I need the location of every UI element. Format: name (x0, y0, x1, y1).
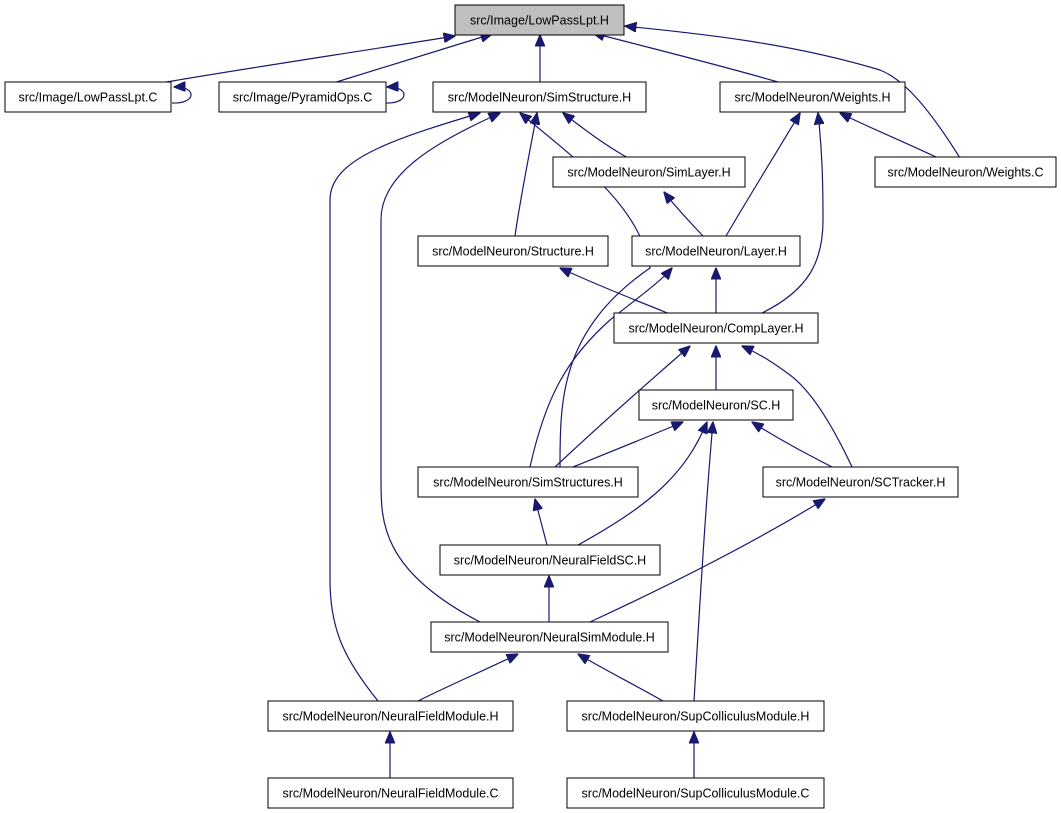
edge-supcolliculusmodule-h-to-neuralsimmodule-h (578, 654, 664, 702)
node-simstructures-h[interactable]: src/ModelNeuron/SimStructures.H (417, 466, 639, 498)
node-structure-h[interactable]: src/ModelNeuron/Structure.H (417, 235, 609, 267)
edge-complayer-h-to-structure-h (560, 268, 671, 315)
edge-sctracker-h-to-complayer-h (742, 346, 853, 468)
node-label-lowpasslpt-h: src/Image/LowPassLpt.H (470, 14, 609, 28)
node-complayer-h[interactable]: src/ModelNeuron/CompLayer.H (613, 312, 819, 344)
node-supcolliculusmodule-h[interactable]: src/ModelNeuron/SupColliculusModule.H (566, 700, 825, 732)
edge-neuralfieldmodule-h-to-simstructure-h (329, 113, 480, 702)
edge-simlayer-h-to-simstructure-h (563, 113, 629, 159)
node-weights-h[interactable]: src/ModelNeuron/Weights.H (719, 81, 906, 113)
node-label-supcolliculusmodule-c: src/ModelNeuron/SupColliculusModule.C (582, 787, 810, 801)
edge-neuralsimmodule-h-to-simstructure-h (380, 113, 500, 623)
node-label-weights-c: src/ModelNeuron/Weights.C (887, 166, 1043, 180)
edge-lowpasslpt-c-to-lowpasslpt-h (154, 36, 455, 85)
node-label-neuralfieldsc-h: src/ModelNeuron/NeuralFieldSC.H (454, 554, 646, 568)
node-label-structure-h: src/ModelNeuron/Structure.H (432, 245, 594, 259)
edge-layer-h-to-weights-h (725, 113, 800, 237)
node-label-neuralfieldmodule-h: src/ModelNeuron/NeuralFieldModule.H (282, 710, 498, 724)
node-label-pyramidops-c: src/Image/PyramidOps.C (233, 91, 373, 105)
node-neuralfieldmodule-h[interactable]: src/ModelNeuron/NeuralFieldModule.H (267, 700, 514, 732)
node-label-weights-h: src/ModelNeuron/Weights.H (734, 91, 890, 105)
edge-lowpasslpt-c-self-loop (171, 87, 192, 104)
edge-neuralfieldsc-h-to-sc-h (577, 422, 707, 546)
node-neuralfieldsc-h[interactable]: src/ModelNeuron/NeuralFieldSC.H (439, 544, 661, 576)
edge-layer-h-to-simlayer-h (664, 192, 704, 237)
edge-pyramidops-c-self-loop (384, 87, 405, 104)
node-lowpasslpt-h[interactable]: src/Image/LowPassLpt.H (454, 4, 625, 36)
node-supcolliculusmodule-c[interactable]: src/ModelNeuron/SupColliculusModule.C (566, 777, 825, 809)
nodes-layer: src/Image/LowPassLpt.H src/Image/LowPass… (4, 4, 1057, 809)
node-weights-c[interactable]: src/ModelNeuron/Weights.C (874, 156, 1057, 188)
edge-simstructures-h-to-sc-h (572, 422, 683, 468)
node-label-complayer-h: src/ModelNeuron/CompLayer.H (628, 322, 803, 336)
node-lowpasslpt-c[interactable]: src/Image/LowPassLpt.C (4, 81, 172, 113)
edges-layer (154, 26, 961, 778)
edge-structure-h-to-simstructure-h (514, 113, 537, 237)
edge-weights-c-to-weights-h (840, 113, 939, 159)
node-label-neuralsimmodule-h: src/ModelNeuron/NeuralSimModule.H (444, 631, 655, 645)
node-label-layer-h: src/ModelNeuron/Layer.H (645, 245, 787, 259)
edge-weights-c-to-lowpasslpt-h (625, 26, 961, 159)
edge-simstructures-h-to-layer-h (529, 268, 672, 468)
edge-complayer-h-to-weights-h (759, 113, 823, 315)
node-label-lowpasslpt-c: src/Image/LowPassLpt.C (19, 91, 158, 105)
node-simstructure-h[interactable]: src/ModelNeuron/SimStructure.H (432, 81, 647, 113)
edge-neuralfieldsc-h-to-simstructures-h (535, 499, 548, 546)
node-label-neuralfieldmodule-c: src/ModelNeuron/NeuralFieldModule.C (282, 787, 498, 801)
node-label-simlayer-h: src/ModelNeuron/SimLayer.H (567, 166, 730, 180)
node-label-supcolliculusmodule-h: src/ModelNeuron/SupColliculusModule.H (582, 710, 810, 724)
node-layer-h[interactable]: src/ModelNeuron/Layer.H (631, 235, 801, 267)
node-label-simstructures-h: src/ModelNeuron/SimStructures.H (433, 476, 623, 490)
node-label-sctracker-h: src/ModelNeuron/SCTracker.H (776, 476, 946, 490)
edge-simstructures-h-to-complayer-h (554, 346, 690, 468)
node-simlayer-h[interactable]: src/ModelNeuron/SimLayer.H (552, 156, 746, 188)
edge-weights-h-to-lowpasslpt-h (593, 33, 786, 85)
node-label-simstructure-h: src/ModelNeuron/SimStructure.H (448, 91, 631, 105)
edge-neuralsimmodule-h-to-sctracker-h (589, 499, 825, 623)
node-sctracker-h[interactable]: src/ModelNeuron/SCTracker.H (762, 466, 959, 498)
node-neuralsimmodule-h[interactable]: src/ModelNeuron/NeuralSimModule.H (430, 621, 669, 653)
edge-supcolliculusmodule-h-to-sc-h (693, 422, 713, 702)
node-neuralfieldmodule-c[interactable]: src/ModelNeuron/NeuralFieldModule.C (267, 777, 514, 809)
node-sc-h[interactable]: src/ModelNeuron/SC.H (638, 389, 794, 421)
node-label-sc-h: src/ModelNeuron/SC.H (652, 399, 781, 413)
edge-pyramidops-c-to-lowpasslpt-h (329, 34, 492, 85)
edge-neuralfieldmodule-h-to-neuralsimmodule-h (417, 654, 518, 702)
node-pyramidops-c[interactable]: src/Image/PyramidOps.C (218, 81, 387, 113)
edge-sctracker-h-to-sc-h (752, 422, 833, 468)
